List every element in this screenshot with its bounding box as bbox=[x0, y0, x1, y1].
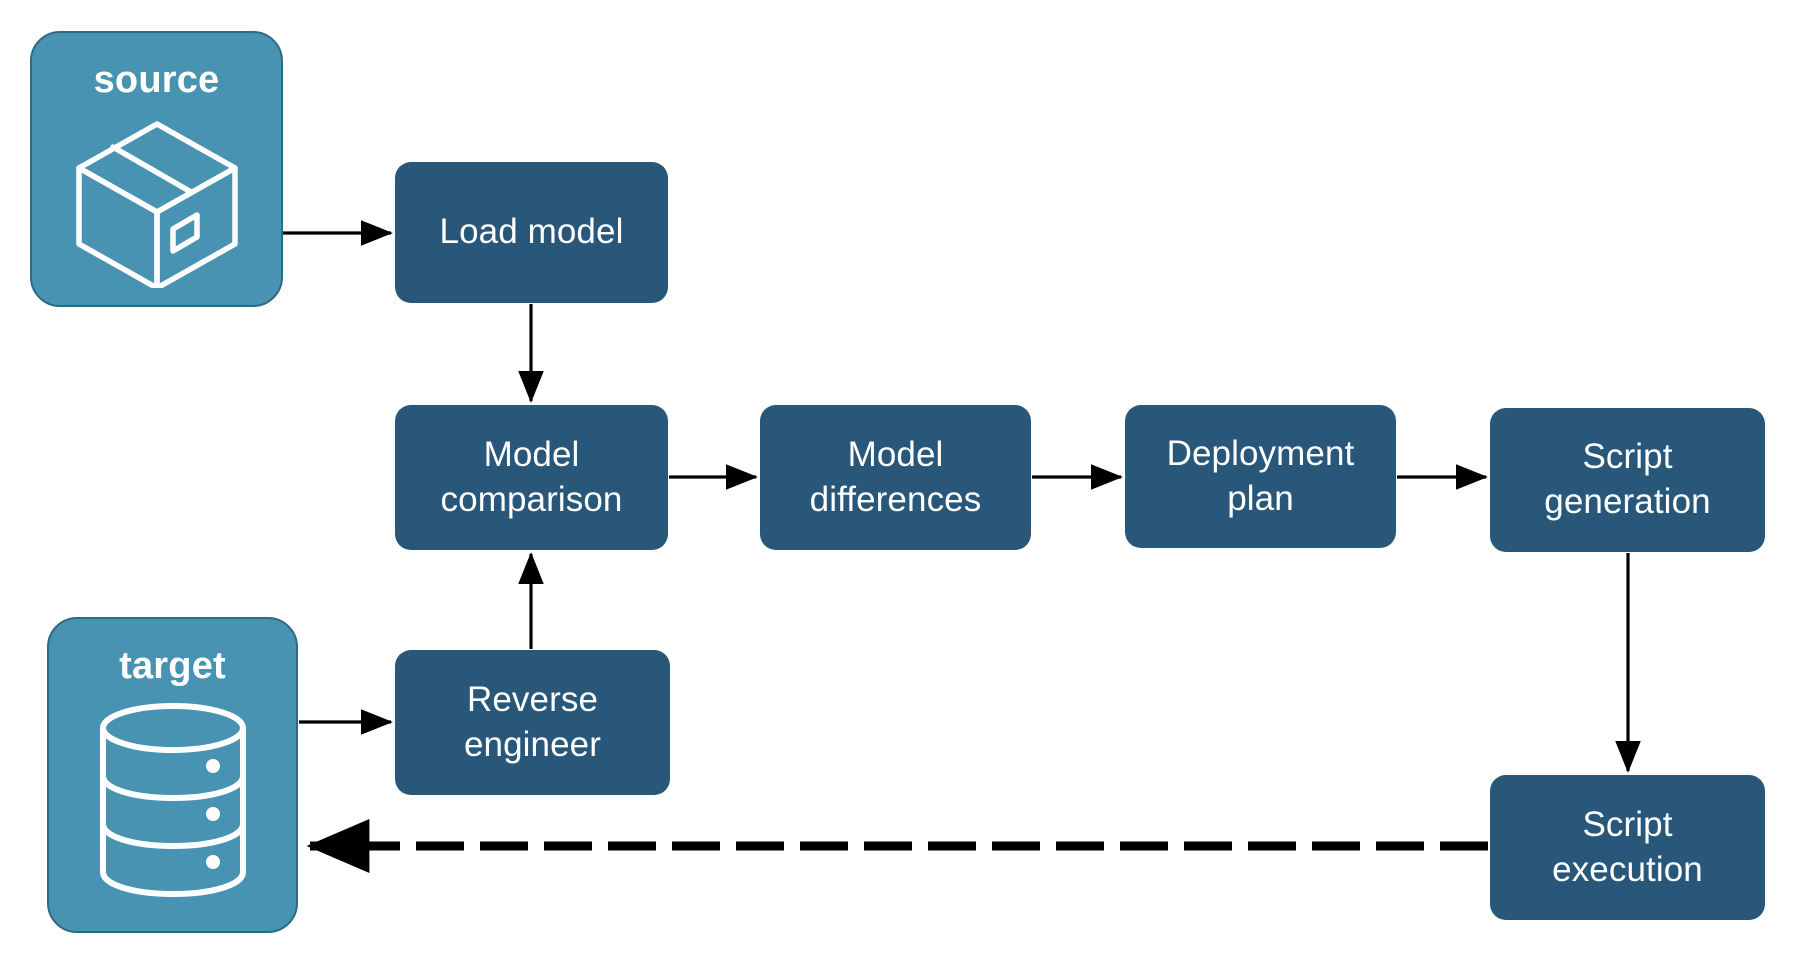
process-model-comparison[interactable]: Model comparison bbox=[395, 405, 668, 550]
process-script-generation-label: Script generation bbox=[1544, 437, 1711, 521]
process-load-model-label: Load model bbox=[439, 212, 624, 252]
process-deployment-plan[interactable]: Deployment plan bbox=[1125, 405, 1396, 548]
endpoint-source-label: source bbox=[93, 59, 220, 101]
process-reverse-engineer-label: Reverse engineer bbox=[463, 679, 602, 764]
process-script-execution-label: Script execution bbox=[1552, 804, 1703, 889]
endpoint-target-label: target bbox=[119, 645, 226, 687]
process-model-comparison-label: Model comparison bbox=[440, 434, 623, 519]
database-cylinder-icon bbox=[95, 702, 251, 903]
process-deployment-plan-label: Deployment plan bbox=[1166, 433, 1355, 518]
process-script-execution[interactable]: Script execution bbox=[1490, 775, 1765, 920]
process-reverse-engineer[interactable]: Reverse engineer bbox=[395, 650, 670, 795]
process-model-differences-label: Model differences bbox=[809, 434, 982, 519]
endpoint-target[interactable]: target bbox=[47, 617, 298, 933]
endpoint-source[interactable]: source bbox=[30, 31, 283, 307]
process-load-model[interactable]: Load model bbox=[395, 162, 668, 303]
process-script-generation[interactable]: Script generation bbox=[1490, 408, 1765, 552]
process-model-differences[interactable]: Model differences bbox=[760, 405, 1031, 550]
package-box-icon bbox=[67, 116, 247, 293]
